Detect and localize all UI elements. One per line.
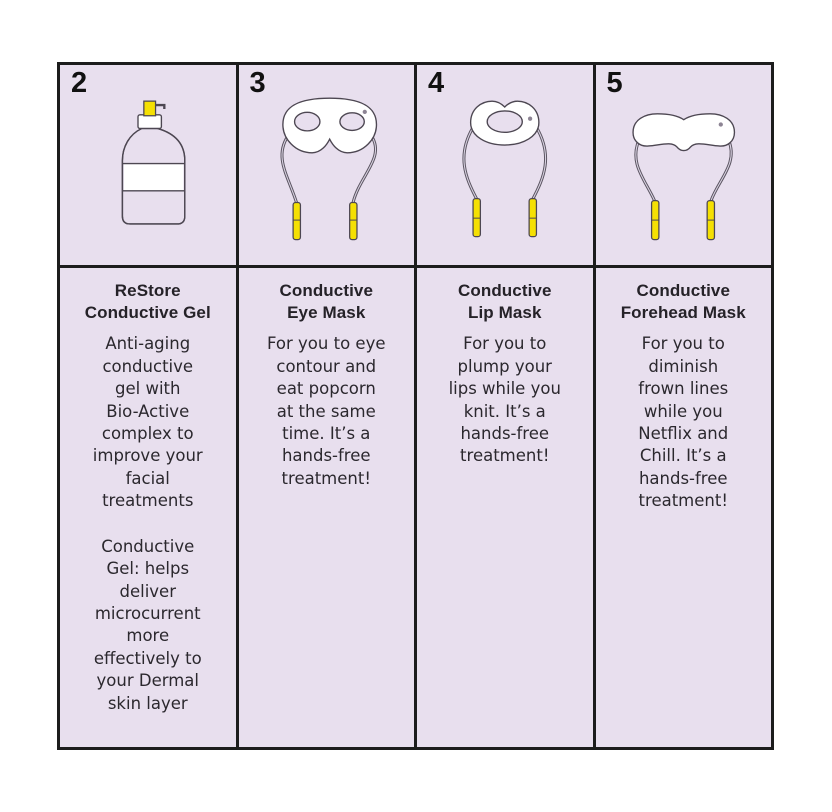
pump-actuator [143, 100, 157, 117]
comparison-table: 2 ReStore Conductive Gel Anti-aging cond… [57, 62, 774, 750]
step-number: 3 [249, 67, 267, 99]
forehead-mask-shape [631, 113, 735, 152]
eye-mask-icon [279, 97, 377, 241]
mask-cord [462, 124, 478, 201]
description-paragraph: For you to plump your lips while you kni… [448, 334, 561, 466]
product-title: Conductive Lip Mask [457, 281, 552, 323]
description-paragraph: Anti-aging conductive gel with Bio-Activ… [92, 334, 203, 511]
forehead-mask-icon [631, 113, 735, 241]
brand-mark [718, 122, 723, 127]
product-column-gel: 2 ReStore Conductive Gel Anti-aging cond… [60, 65, 236, 747]
description-paragraph: For you to eye contour and eat popcorn a… [267, 334, 386, 488]
description-paragraph: Conductive Gel: helps deliver microcurre… [93, 536, 202, 713]
illustration-cell: 5 [595, 65, 771, 268]
product-title: ReStore Conductive Gel [84, 281, 211, 323]
product-title: Conductive Forehead Mask [620, 281, 746, 323]
product-column-eye-mask: 3 Conductive Eye Mask [238, 65, 414, 747]
gel-bottle-icon [121, 100, 186, 225]
product-description: Anti-aging conductive gel with Bio-Activ… [66, 333, 230, 715]
brand-mark [527, 116, 533, 121]
brand-mark [362, 109, 367, 115]
eye-hole [338, 112, 365, 132]
illustration-cell: 3 [238, 65, 414, 268]
description-cell: ReStore Conductive Gel Anti-aging conduc… [60, 268, 236, 747]
description-cell: Conductive Eye Mask For you to eye conto… [238, 268, 414, 747]
product-column-forehead-mask: 5 Conductive Forehead Mask For [595, 65, 771, 747]
product-description: For you to eye contour and eat popcorn a… [245, 333, 409, 490]
bottle-label [123, 163, 184, 191]
illustration-cell: 2 [60, 65, 236, 268]
illustration-cell: 4 [417, 65, 593, 268]
probe-handle [291, 201, 301, 241]
product-description: For you to plump your lips while you kni… [423, 333, 587, 468]
step-number: 2 [71, 67, 88, 99]
product-column-lip-mask: 4 Conductive Lip Mask [417, 65, 593, 747]
step-number: 5 [606, 67, 624, 99]
step-number: 4 [428, 67, 445, 99]
description-cell: Conductive Forehead Mask For you to dimi… [595, 268, 771, 747]
description-cell: Conductive Lip Mask For you to plump you… [417, 268, 593, 747]
pump-collar [137, 114, 163, 130]
probe-handle [348, 201, 358, 241]
eye-hole [293, 111, 321, 132]
lip-hole [486, 110, 523, 134]
product-description: For you to diminish frown lines while yo… [602, 333, 766, 513]
product-title: Conductive Eye Mask [279, 281, 374, 323]
mask-cord [531, 124, 548, 201]
pump-nozzle [155, 103, 166, 109]
description-paragraph: For you to diminish frown lines while yo… [638, 334, 729, 511]
lip-mask-icon [462, 100, 548, 238]
mask-cord [709, 138, 733, 203]
